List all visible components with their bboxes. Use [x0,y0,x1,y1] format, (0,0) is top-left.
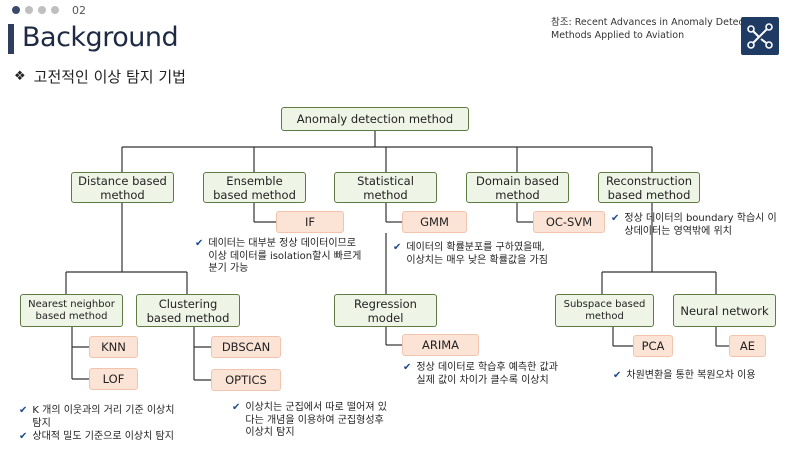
slide-progress-dots [12,6,59,14]
note-clustering: ✔ 이상치는 군집에서 따로 떨어져 있 다는 개념을 이용하여 군집형성후 이… [232,402,387,440]
note-line: 이상치 탐지 [245,427,295,438]
subcategory-regression: Regression model [334,294,437,327]
method-if: IF [276,211,344,233]
method-ae: AE [729,335,766,357]
section-heading-text: 고전적인 이상 탐지 기법 [33,68,186,86]
check-icon: ✔ [19,405,28,416]
title-accent-bar [8,24,14,54]
subcategory-neural-network: Neural network [673,294,776,327]
note-line: 분기 가능 [208,263,249,274]
category-statistical: Statistical method [334,172,437,203]
note-line: 상데이터는 영역밖에 위치 [624,225,732,237]
check-icon: ✔ [232,402,241,413]
root-node: Anomaly detection method [281,107,469,131]
method-gmm: GMM [402,211,467,233]
note-knn: ✔ K 개의 이웃과의 거리 기준 이상치 탐지 [19,405,174,430]
note-line: 이상 데이터를 isolation할시 빠르게 [208,250,362,262]
page-number: 02 [72,4,86,17]
note-line: 다는 개념을 이용하여 군집형성후 [245,414,384,426]
diamond-bullet-icon: ❖ [14,69,26,84]
check-icon: ✔ [403,362,412,373]
note-line: 데이터의 확률분포를 구하였을때, [406,242,545,253]
subcategory-subspace: Subspace based method [555,294,654,327]
check-icon: ✔ [613,370,622,381]
note-line: 이상치는 군집에서 따로 떨어져 있 [245,402,387,413]
check-icon: ✔ [19,431,28,442]
note-lof: ✔ 상대적 밀도 기준으로 이상치 탐지 [19,431,174,444]
category-reconstruction: Reconstruction based method [598,172,700,203]
note-line: 상대적 밀도 기준으로 이상치 탐지 [32,431,174,442]
check-icon: ✔ [611,213,620,224]
reference-line: Methods Applied to Aviation [551,30,685,41]
check-icon: ✔ [195,238,204,249]
note-line: 탐지 [32,417,51,429]
note-gmm: ✔ 데이터의 확률분포를 구하였을때, 이상치는 매우 낮은 확률값을 가짐 [393,242,548,267]
page-title: Background [22,22,179,53]
note-arima: ✔ 정상 데이터로 학습후 예측한 값과 실제 값이 차이가 클수록 이상치 [403,362,558,387]
note-line: 데이터는 대부분 정상 데이터이므로 [208,238,356,249]
note-line: 실제 값이 차이가 클수록 이상치 [416,374,549,386]
method-ocsvm: OC-SVM [533,211,605,233]
note-if: ✔ 데이터는 대부분 정상 데이터이므로 이상 데이터를 isolation할시… [195,238,361,276]
method-pca: PCA [633,335,673,357]
subcategory-nearest-neighbor: Nearest neighbor based method [20,294,123,327]
method-arima: ARIMA [402,334,479,356]
reference-line: 참조: Recent Advances in Anomaly Detection [551,17,762,28]
reference-note: 참조: Recent Advances in Anomaly Detection… [551,16,762,42]
progress-dot [51,6,59,14]
note-reconstruction: ✔ 정상 데이터의 boundary 학습시 이 상데이터는 영역밖에 위치 [611,213,777,238]
category-distance: Distance based method [71,172,174,203]
note-line: 이상치는 매우 낮은 확률값을 가짐 [406,254,548,266]
category-domain: Domain based method [466,172,569,203]
category-ensemble: Ensemble based method [203,172,306,203]
progress-dot [25,6,33,14]
note-pca-ae: ✔ 차원변환을 통한 복원오차 이용 [613,370,756,383]
section-heading: ❖ 고전적인 이상 탐지 기법 [14,66,186,87]
note-line: 정상 데이터로 학습후 예측한 값과 [416,362,558,373]
progress-dot [38,6,46,14]
method-optics: OPTICS [211,369,281,391]
note-line: 정상 데이터의 boundary 학습시 이 [624,213,777,224]
method-lof: LOF [89,368,138,390]
note-line: 차원변환을 통한 복원오차 이용 [626,370,756,381]
subcategory-clustering: Clustering based method [136,294,240,327]
check-icon: ✔ [393,242,402,253]
progress-dot [12,6,20,14]
note-line: K 개의 이웃과의 거리 기준 이상치 [32,405,175,416]
method-dbscan: DBSCAN [211,336,281,358]
method-knn: KNN [89,336,138,358]
network-logo-icon [741,17,779,55]
